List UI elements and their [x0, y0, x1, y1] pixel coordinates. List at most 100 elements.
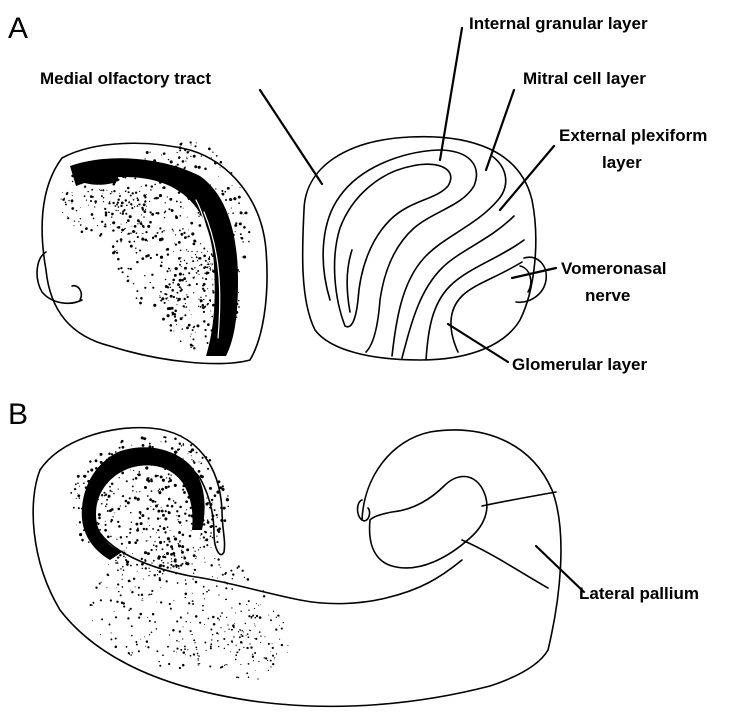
stain-dot	[220, 666, 222, 668]
stain-dot	[255, 670, 256, 671]
stain-dot	[170, 160, 173, 163]
stain-dot	[263, 590, 264, 591]
stain-dot	[118, 525, 121, 528]
stain-dot	[222, 574, 224, 576]
stain-dot	[157, 574, 158, 575]
stain-dot	[202, 609, 204, 611]
stain-dot	[144, 560, 146, 562]
stain-dot	[187, 649, 188, 650]
stain-dot	[94, 206, 95, 207]
stain-dot	[205, 531, 207, 533]
stain-dot	[105, 543, 108, 546]
stain-dot	[175, 561, 177, 563]
stain-dot	[218, 205, 221, 208]
stain-dot	[209, 266, 210, 267]
stain-dot	[126, 205, 128, 207]
stain-dot	[190, 344, 193, 347]
stain-dot	[270, 619, 272, 621]
stain-dot	[83, 475, 85, 477]
stain-dot	[182, 470, 185, 473]
stain-dot	[101, 494, 103, 496]
stain-dot	[185, 176, 187, 178]
stain-dot	[220, 315, 222, 317]
stain-dot	[136, 297, 138, 299]
stain-dot	[120, 536, 122, 538]
stain-dot	[126, 560, 129, 563]
stain-dot	[228, 229, 230, 231]
stain-dot	[183, 458, 184, 459]
stain-dot	[255, 638, 257, 640]
stain-dot	[121, 579, 122, 580]
stain-dot	[195, 474, 197, 476]
stain-dot	[152, 287, 154, 289]
stain-dot	[227, 224, 230, 227]
stain-dot	[147, 225, 150, 228]
stain-dot	[224, 276, 227, 279]
stain-dot	[167, 562, 168, 563]
stain-dot	[144, 456, 145, 457]
stain-dot	[84, 513, 86, 515]
stain-dot	[240, 634, 242, 636]
stain-dot	[170, 545, 173, 548]
stain-dot	[212, 502, 213, 503]
stain-dot	[242, 570, 244, 572]
stain-dot	[138, 471, 140, 473]
stain-dot	[200, 535, 201, 536]
stain-dot	[203, 311, 205, 313]
stain-dot	[170, 530, 171, 531]
stain-dot	[199, 622, 201, 624]
stain-dot	[198, 166, 201, 169]
stain-dot	[155, 505, 158, 508]
stain-dot	[187, 217, 188, 218]
stain-dot	[186, 249, 187, 250]
stain-dot	[108, 564, 109, 565]
stain-dot	[221, 289, 223, 291]
stain-dot	[218, 260, 220, 262]
stain-dot	[187, 612, 188, 613]
stain-dot	[162, 514, 165, 517]
stain-dot	[146, 477, 149, 480]
stain-dot	[168, 208, 170, 210]
stain-dot	[222, 193, 225, 196]
stain-dot	[180, 261, 182, 263]
stain-dot	[143, 528, 145, 530]
label-internal-granular-layer: Internal granular layer	[469, 14, 648, 33]
stain-dot	[130, 565, 132, 567]
stain-dot	[117, 521, 119, 523]
stain-dot	[65, 204, 66, 205]
stain-dot	[209, 261, 210, 262]
stain-dot	[191, 257, 192, 258]
stain-dot	[92, 620, 93, 621]
stain-dot	[153, 508, 155, 510]
stain-dot	[179, 264, 181, 266]
stain-dot	[160, 587, 161, 588]
stain-dot	[219, 247, 221, 249]
stain-dot	[230, 241, 231, 242]
stain-dot	[134, 541, 137, 544]
stain-dot	[229, 293, 230, 294]
stain-dot	[182, 484, 185, 487]
stain-dot	[110, 469, 112, 471]
stain-dot	[268, 670, 269, 671]
stain-dot	[260, 642, 261, 643]
stain-dot	[231, 588, 233, 590]
stain-dot	[157, 529, 159, 531]
stain-dot	[84, 186, 86, 188]
stain-dot	[222, 264, 223, 265]
label-vomeronasal-line2: nerve	[585, 286, 630, 305]
stain-dot	[122, 586, 124, 588]
stain-dot	[216, 541, 218, 543]
stain-dot	[110, 599, 112, 601]
stain-dot	[169, 457, 170, 458]
stain-dot	[281, 628, 283, 630]
stain-dot	[122, 446, 125, 449]
stain-dot	[197, 653, 199, 655]
stain-dot	[105, 481, 106, 482]
stain-dot	[204, 273, 205, 274]
stain-dot	[226, 583, 228, 585]
stain-dot	[101, 582, 102, 583]
stain-dot	[250, 646, 252, 648]
stain-dot	[238, 292, 239, 293]
stain-dot	[198, 655, 199, 656]
stain-dot	[207, 519, 209, 521]
